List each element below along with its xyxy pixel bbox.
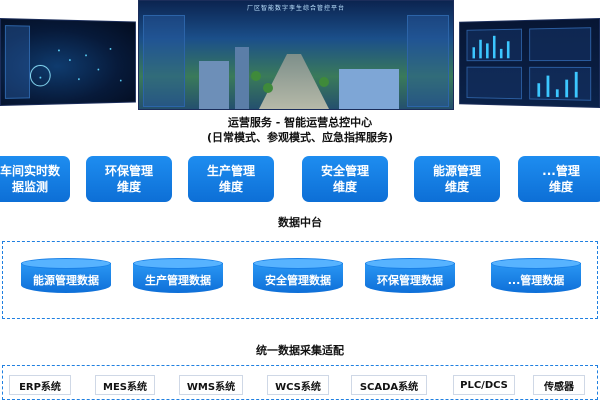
- data-collection-container: ERP系统 MES系统 WMS系统 WCS系统 SCADA系统 PLC/DCS …: [2, 365, 598, 400]
- cylinder-label: 安全管理数据: [265, 274, 331, 287]
- mini-chart: [529, 27, 592, 62]
- system-tag: WCS系统: [267, 375, 329, 395]
- digital-twin-screen: 厂区智能数字孪生综合管控平台: [138, 0, 454, 110]
- dimension-label: 安全管理 维度: [320, 164, 369, 194]
- system-tag: 传感器: [533, 375, 585, 395]
- left-info-panel: [143, 15, 185, 107]
- data-center-container: 能源管理数据 生产管理数据 安全管理数据 环保管理数据 ...管理数据: [2, 241, 598, 319]
- cylinder-label: 环保管理数据: [377, 274, 443, 287]
- building: [199, 61, 229, 109]
- dimension-box: ...管理 维度: [518, 156, 600, 202]
- map-side-panel: [4, 25, 30, 99]
- mini-chart: [466, 66, 523, 100]
- tree: [319, 77, 329, 87]
- data-center-title: 数据中台: [278, 216, 322, 229]
- dimension-box: 生产管理 维度: [188, 156, 274, 202]
- system-tag: ERP系统: [9, 375, 71, 395]
- system-tag: SCADA系统: [351, 375, 427, 395]
- mini-chart: [529, 66, 592, 101]
- management-dimensions: 车间实时数 据监测 环保管理 维度 生产管理 维度 安全管理 维度 能源管理 维…: [0, 156, 600, 202]
- cylinder-label: 能源管理数据: [33, 274, 99, 287]
- operations-heading: 运营服务 - 智能运营总控中心: [227, 116, 373, 129]
- dimension-box: 安全管理 维度: [302, 156, 388, 202]
- cylinder-label: 生产管理数据: [145, 274, 211, 287]
- tree: [263, 83, 273, 93]
- data-cylinder: 安全管理数据: [253, 258, 343, 298]
- dimension-box: 能源管理 维度: [414, 156, 500, 202]
- tree: [251, 71, 261, 81]
- data-collection-title: 统一数据采集适配: [256, 344, 344, 357]
- dimension-box: 环保管理 维度: [86, 156, 172, 202]
- data-cylinder: ...管理数据: [491, 258, 581, 298]
- analytics-dashboard-screen: [459, 18, 600, 108]
- operations-subheading: (日常模式、参观模式、应急指挥服务): [206, 131, 394, 144]
- cylinder-label: ...管理数据: [507, 274, 565, 287]
- system-tag: MES系统: [95, 375, 155, 395]
- dimension-label: 环保管理 维度: [104, 164, 153, 194]
- system-tag: PLC/DCS: [453, 375, 515, 395]
- mini-chart: [466, 28, 523, 62]
- building: [235, 47, 249, 109]
- system-tag: WMS系统: [179, 375, 243, 395]
- dimension-label: ...管理 维度: [542, 164, 580, 194]
- dimension-box: 车间实时数 据监测: [0, 156, 70, 202]
- screen-title: 厂区智能数字孪生综合管控平台: [246, 5, 345, 12]
- dimension-label: 车间实时数 据监测: [0, 164, 60, 194]
- data-cylinder: 能源管理数据: [21, 258, 111, 298]
- data-cylinder: 环保管理数据: [365, 258, 455, 298]
- dimension-label: 能源管理 维度: [432, 164, 481, 194]
- data-cylinder: 生产管理数据: [133, 258, 223, 298]
- dimension-label: 生产管理 维度: [206, 164, 255, 194]
- map-dots: [1, 19, 135, 82]
- dashboard-screenshots: 厂区智能数字孪生综合管控平台: [0, 0, 600, 112]
- building: [339, 69, 399, 109]
- map-dashboard-screen: [0, 18, 136, 106]
- right-info-panel: [407, 15, 449, 107]
